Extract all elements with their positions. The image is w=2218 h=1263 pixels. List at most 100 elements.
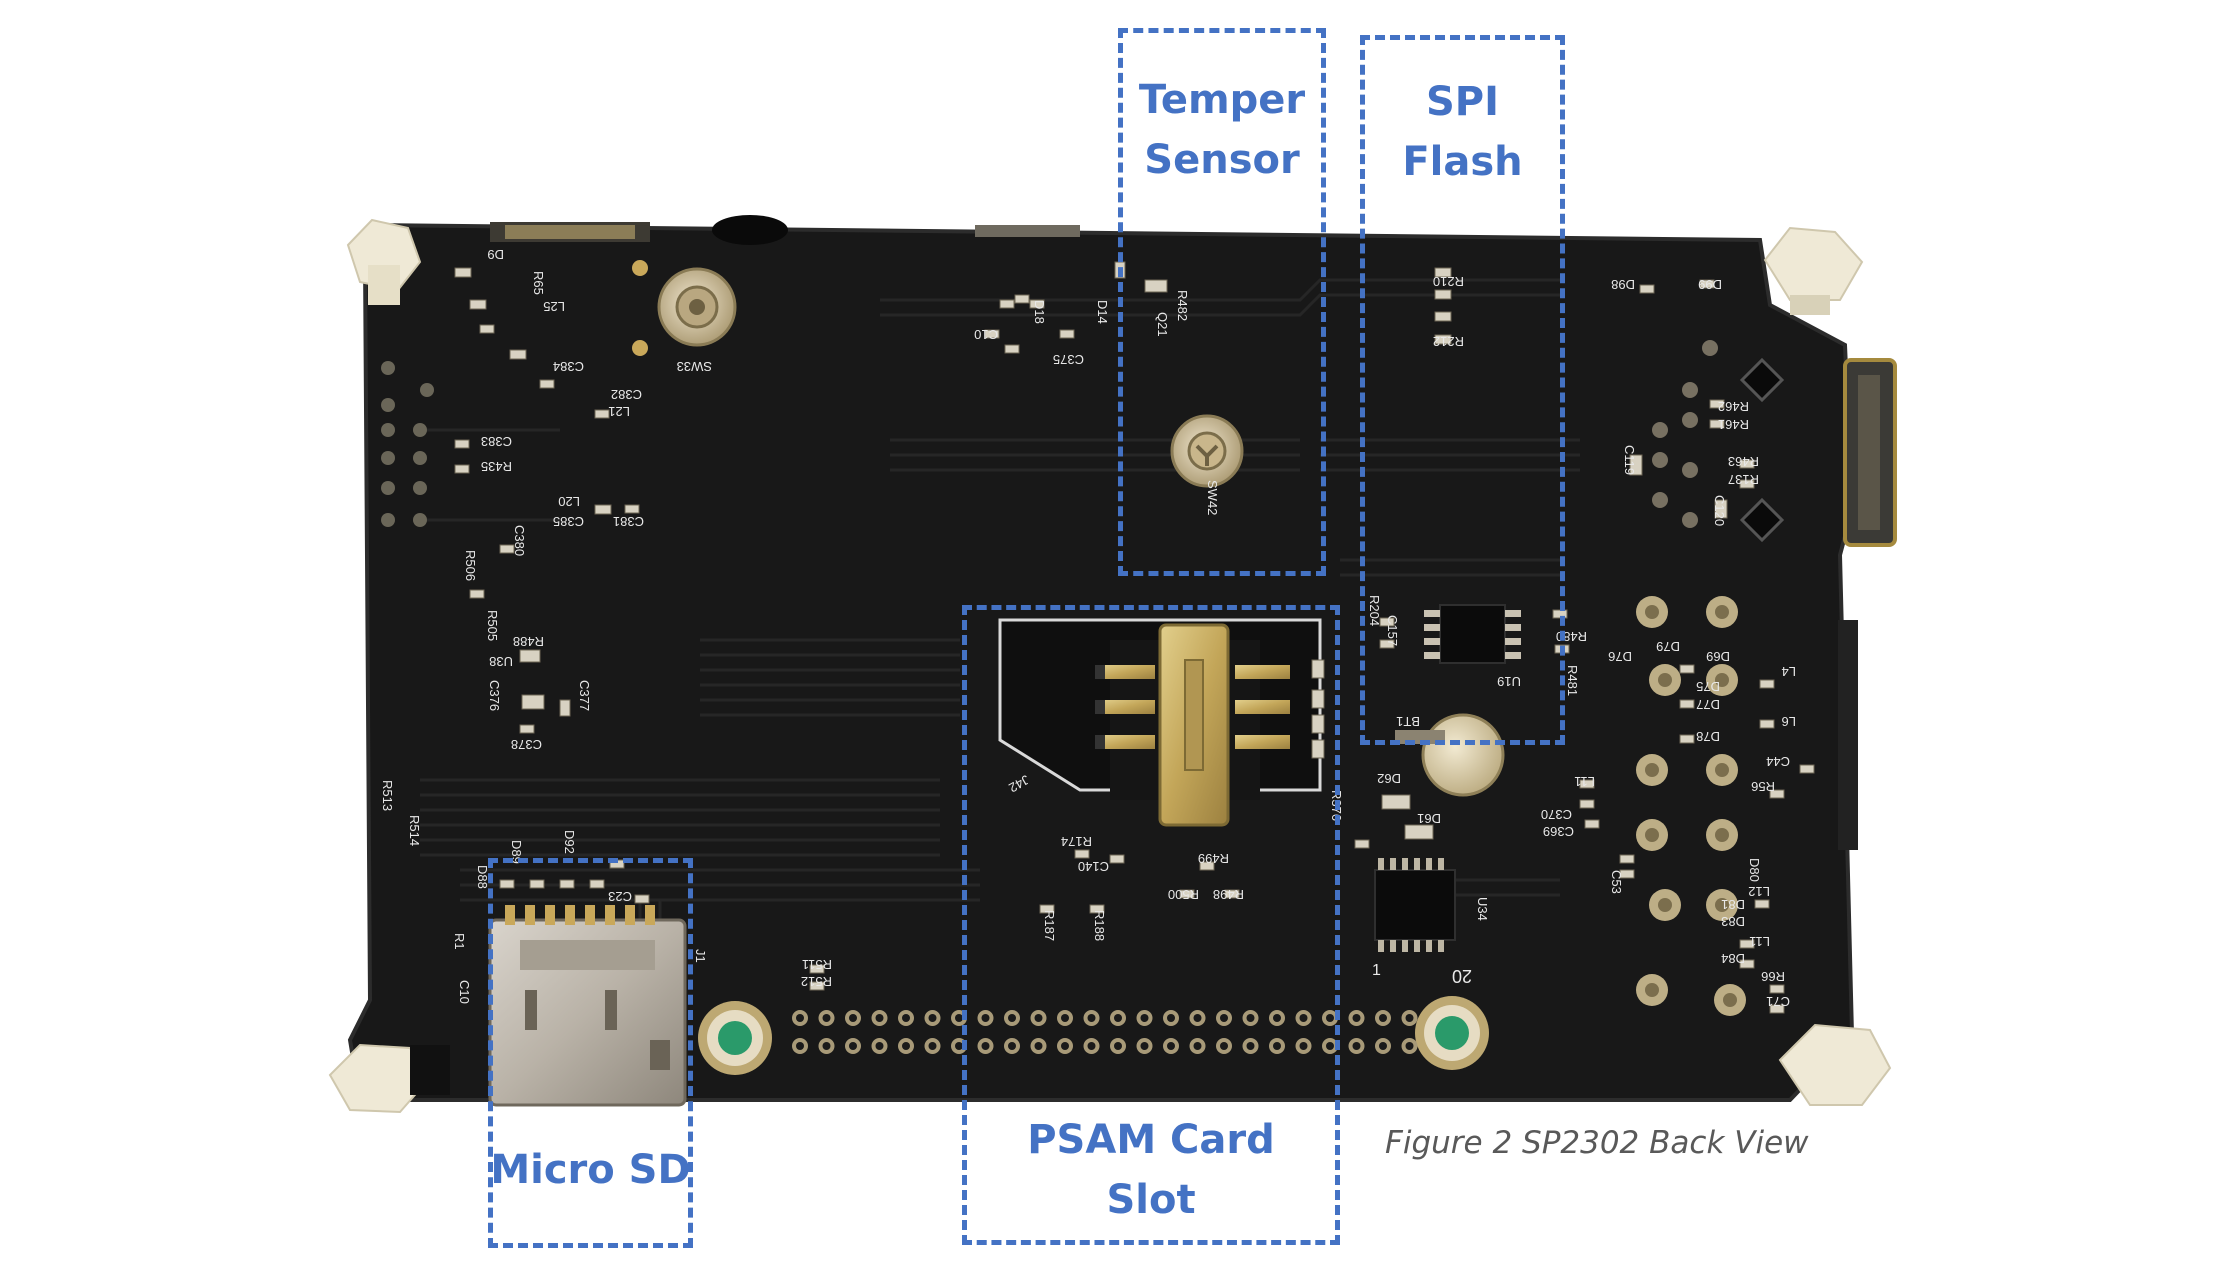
silk-u38: U38	[489, 654, 513, 669]
silk-d14: D14	[1095, 300, 1110, 324]
smd-component	[1579, 779, 1595, 789]
via	[381, 481, 395, 495]
gpio-pin-hole	[1352, 1042, 1361, 1050]
standoff-top-left	[346, 218, 422, 305]
gpio-pin-hole	[1405, 1014, 1414, 1022]
silk-r511: R511	[802, 957, 832, 972]
silk-l4: L4	[1782, 664, 1796, 679]
silkscreen-labels: SW33 SW42 J42 U19 U34 1 20 R482 Q21 R210…	[380, 247, 1796, 1009]
smd-component	[1739, 959, 1755, 969]
gpio-pin-hole	[1193, 1042, 1202, 1050]
gpio-pin-hole	[1034, 1042, 1043, 1050]
gpio-pin-hole	[1193, 1014, 1202, 1022]
silk-r188: R188	[1092, 910, 1107, 941]
gpio-pin-hole	[822, 1014, 831, 1022]
smd-component	[1739, 459, 1755, 469]
gpio-pin-hole	[1167, 1042, 1175, 1050]
via	[1682, 462, 1698, 478]
silk-r500: R500	[1168, 887, 1199, 902]
silk-bt1: BT1	[1396, 714, 1420, 729]
smd-component	[519, 724, 535, 734]
gpio-pin-hole	[1246, 1014, 1255, 1022]
solder-pad-hole	[1645, 605, 1659, 619]
callout-label-micro-sd: Micro SD	[490, 1147, 691, 1193]
smd-component	[469, 589, 485, 599]
psam-card-slot	[998, 618, 1322, 827]
gpio-pin-hole	[822, 1042, 831, 1050]
smd-component	[1639, 284, 1655, 294]
silk-c369: C369	[1543, 824, 1574, 839]
gpio-pin-hole	[1273, 1042, 1281, 1050]
smd-component	[1579, 799, 1595, 809]
silk-r481: R481	[1565, 665, 1580, 696]
silk-c10b: C10	[974, 327, 998, 342]
smd-component	[1311, 689, 1325, 709]
smd-component	[454, 267, 472, 278]
smd-component	[1089, 904, 1105, 914]
solder-pad-hole	[1645, 983, 1659, 997]
solder-pad-hole	[1715, 763, 1729, 777]
gpio-pin-hole	[1140, 1042, 1149, 1050]
silk-c375: C375	[1053, 352, 1084, 367]
gpio-pin-hole	[1220, 1014, 1228, 1022]
silk-c10: C10	[457, 980, 472, 1004]
silk-r512: R512	[801, 974, 832, 989]
gpio-pin-hole	[955, 1014, 963, 1022]
silk-d88: D88	[475, 865, 490, 889]
silk-c385: C385	[553, 514, 584, 529]
via	[1702, 340, 1718, 356]
smd-component	[1699, 279, 1715, 289]
smd-component	[559, 879, 575, 889]
smd-component	[1404, 824, 1434, 840]
gpio-pin-hole	[849, 1014, 857, 1022]
via	[413, 481, 427, 495]
smd-component	[634, 894, 650, 904]
silk-r137: R137	[1728, 472, 1759, 487]
smd-component	[519, 649, 541, 663]
silk-r513: R513	[380, 780, 395, 811]
gpio-pin-hole	[928, 1014, 937, 1022]
smd-component	[1739, 939, 1755, 949]
solder-pad-hole	[1645, 763, 1659, 777]
smd-component	[499, 544, 515, 554]
smd-component	[1311, 714, 1325, 734]
silk-c44: C44	[1766, 754, 1790, 769]
silk-c376: C376	[487, 680, 502, 711]
solder-pad-hole	[1723, 993, 1737, 1007]
u34-chip	[1374, 858, 1456, 952]
silk-r506: R506	[463, 550, 478, 581]
callout-box-spi-flash	[1360, 35, 1565, 745]
smd-component	[1759, 719, 1775, 729]
silk-sw42: SW42	[1205, 480, 1220, 515]
top-connector-2	[975, 225, 1080, 237]
smd-component	[809, 981, 825, 991]
smd-component	[1074, 849, 1090, 859]
via	[381, 451, 395, 465]
gpio-pin-hole	[955, 1042, 963, 1050]
silk-r514: R514	[407, 815, 422, 846]
silk-r66: R66	[1761, 969, 1785, 984]
gpio-pin-hole	[1114, 1014, 1122, 1022]
silk-r435: R435	[481, 459, 512, 474]
edge-connector-inner	[1858, 375, 1880, 530]
solder-pad-hole	[1645, 828, 1659, 842]
silk-r461: R461	[1718, 417, 1749, 432]
callout-label-psam-slot: PSAM Card Slot	[1027, 1117, 1275, 1223]
gpio-pin-hole	[1140, 1014, 1149, 1022]
smd-component	[1224, 889, 1240, 899]
via	[413, 451, 427, 465]
smd-component	[1769, 789, 1785, 799]
gpio-pin-hole	[902, 1014, 910, 1022]
silk-l21: L21	[608, 404, 630, 419]
silk-c377: C377	[577, 680, 592, 711]
smd-component	[1769, 984, 1785, 994]
gpio-pin-hole	[981, 1014, 990, 1022]
smd-component	[529, 879, 545, 889]
silk-c140: C140	[1078, 859, 1109, 874]
via	[420, 383, 434, 397]
silk-l25: L25	[543, 299, 565, 314]
via	[1682, 512, 1698, 528]
micro-sd-socket	[488, 905, 687, 1107]
standoff-top-right	[1763, 226, 1864, 315]
mount-hole-right	[1415, 996, 1489, 1070]
